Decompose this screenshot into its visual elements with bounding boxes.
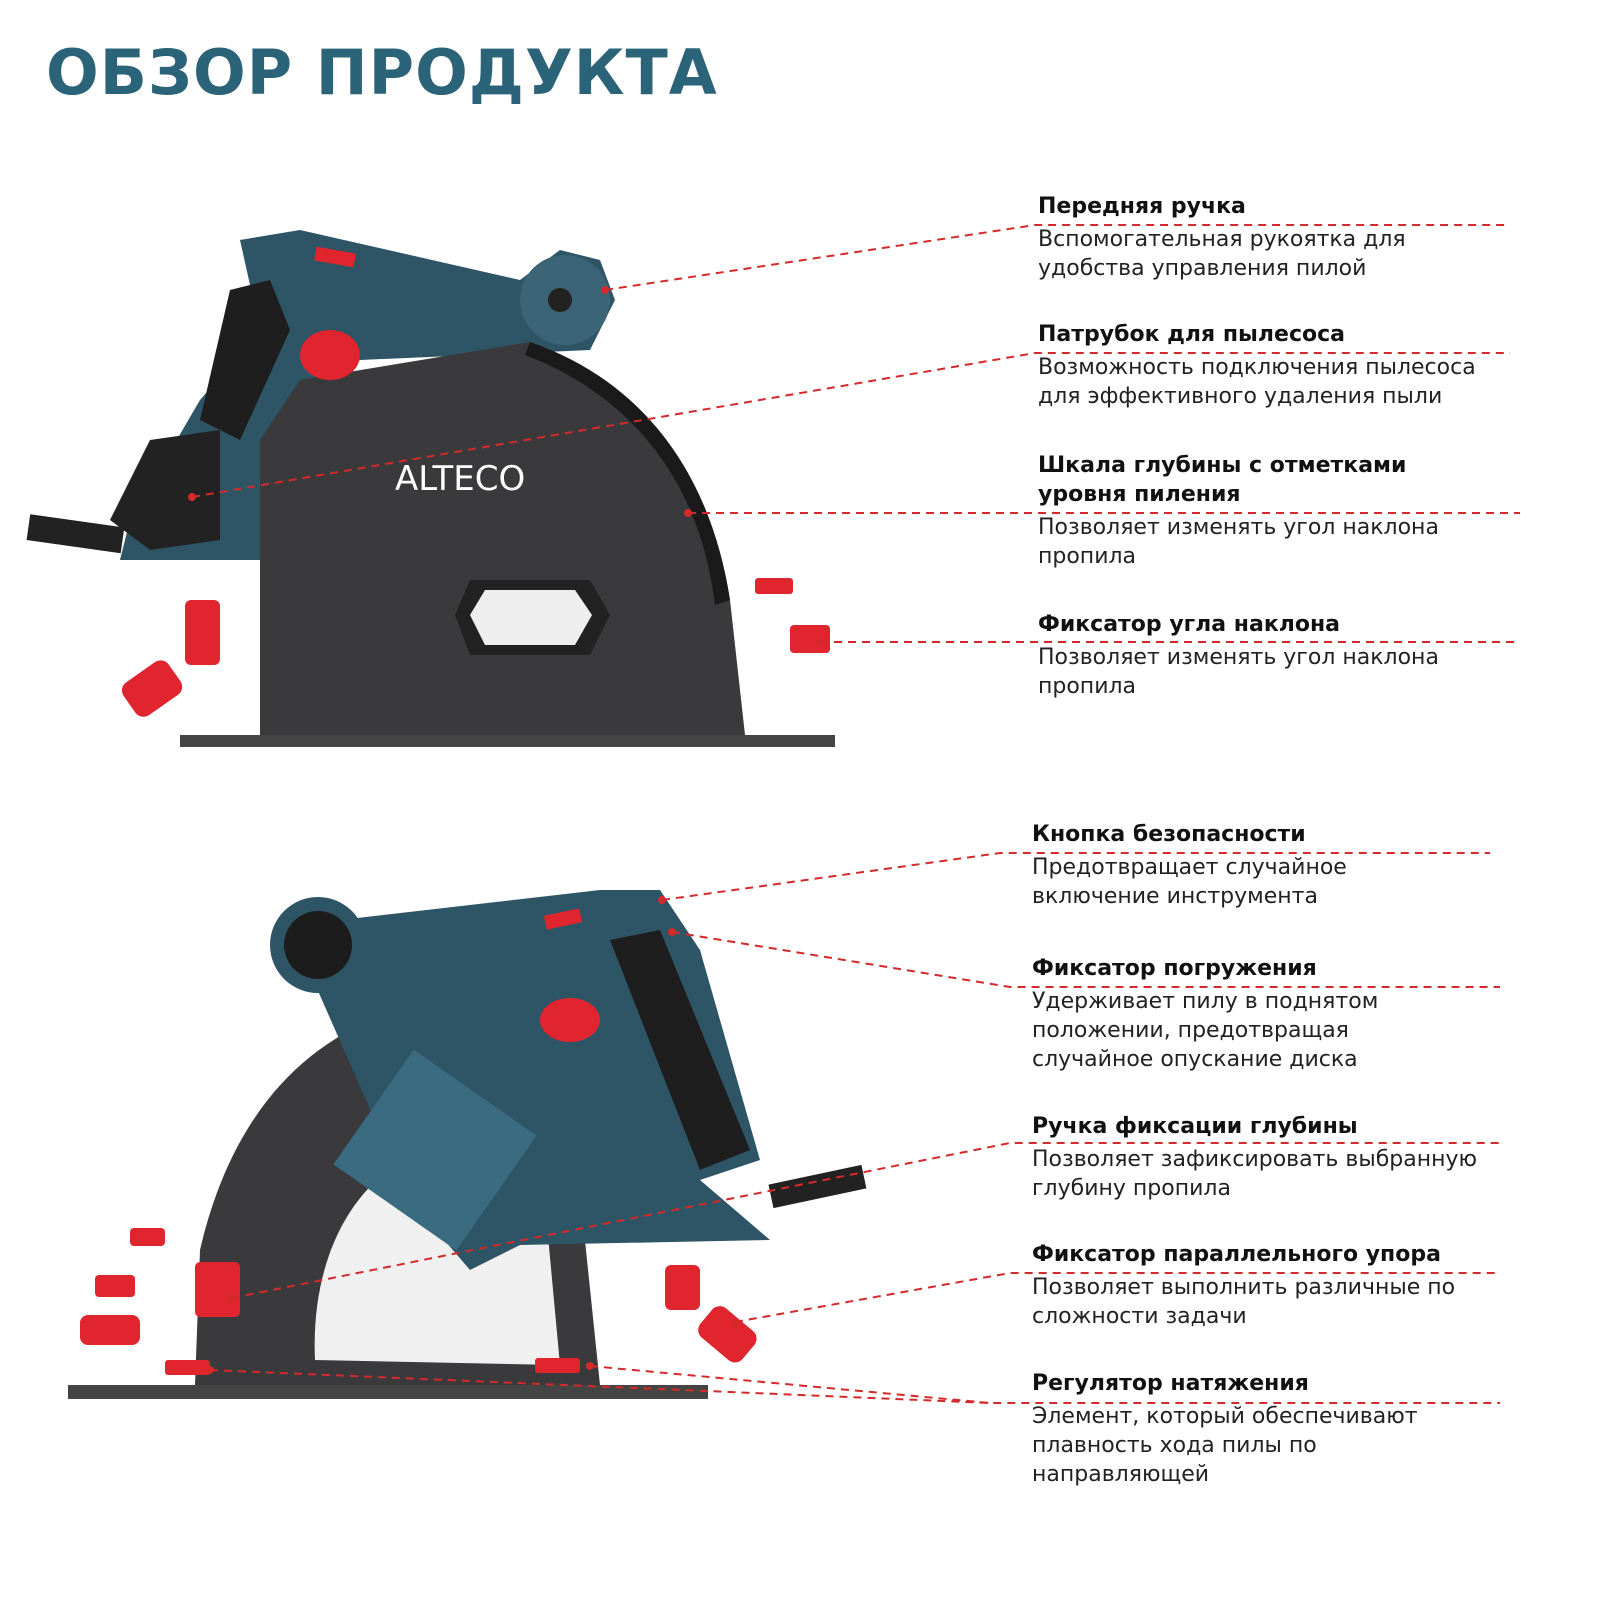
depth-lock-knob — [195, 1262, 240, 1317]
blade-guard — [260, 342, 745, 735]
callout-title: Фиксатор угла наклона — [1038, 612, 1341, 637]
saw-side-view-bottom — [68, 890, 867, 1399]
callout-depth-scale: Шкала глубины с отметками уровня пиления… — [1038, 451, 1498, 571]
callout-title: Передняя ручка — [1038, 194, 1246, 219]
brand-logo: ALTECO — [395, 459, 525, 499]
leader-lines — [191, 224, 1520, 1404]
callout-safety-button: Кнопка безопасности Предотвращает случай… — [1032, 820, 1512, 911]
bevel-knob-left — [185, 600, 220, 665]
callout-title: Фиксатор погружения — [1032, 956, 1317, 981]
callout-title: Фиксатор параллельного упора — [1032, 1242, 1441, 1267]
callout-title: Патрубок для пылесоса — [1038, 322, 1346, 347]
motor-cover — [333, 1049, 537, 1251]
power-cord — [768, 1164, 867, 1209]
callout-title: Ручка фиксации глубины — [1032, 1114, 1358, 1139]
callout-title: Шкала глубины с отметками уровня пиления — [1038, 453, 1407, 507]
base-plate — [68, 1385, 708, 1399]
power-cord — [26, 514, 125, 554]
callout-depth-lock: Ручка фиксации глубины Позволяет зафикси… — [1032, 1112, 1532, 1203]
rear-grip — [200, 280, 290, 440]
bevel-lock-right — [790, 625, 830, 653]
callout-bevel-lock: Фиксатор угла наклона Позволяет изменять… — [1038, 610, 1518, 701]
handle-body — [120, 230, 615, 560]
callout-dust-port: Патрубок для пылесоса Возможность подклю… — [1038, 320, 1518, 411]
callout-title: Регулятор натяжения — [1032, 1371, 1309, 1396]
callout-front-handle: Передняя ручка Вспомогательная рукоятка … — [1038, 192, 1518, 283]
callout-fence-lock: Фиксатор параллельного упора Позволяет в… — [1032, 1240, 1512, 1331]
base-plate — [180, 735, 835, 747]
callout-plunge-lock: Фиксатор погружения Удерживает пилу в по… — [1032, 954, 1512, 1074]
dust-port — [110, 430, 220, 550]
callout-tension-adjuster: Регулятор натяжения Элемент, который обе… — [1032, 1369, 1512, 1489]
leader-dots — [188, 286, 824, 1374]
saw-side-view-top: ALTECO — [26, 230, 835, 747]
rear-grip — [610, 930, 750, 1170]
page-title: ОБЗОР ПРОДУКТА — [46, 36, 718, 109]
callout-title: Кнопка безопасности — [1032, 822, 1306, 847]
fence-lock-knob — [698, 1306, 757, 1363]
safety-button — [543, 908, 583, 930]
